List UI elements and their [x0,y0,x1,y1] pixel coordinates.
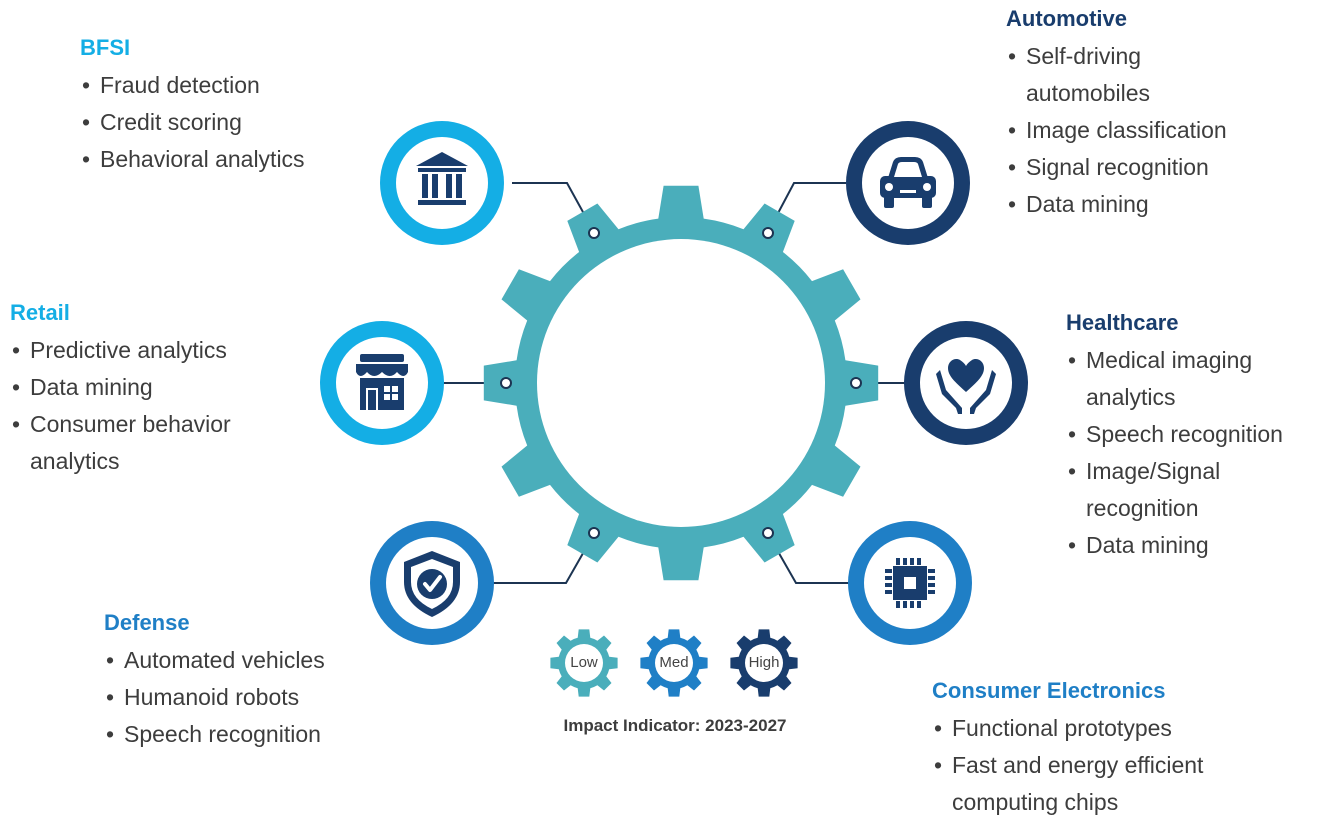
automotive-title: Automotive [1006,6,1127,31]
automotive-section: Automotive Self-driving automobiles Imag… [1006,6,1227,223]
consumer-electronics-section: Consumer Electronics Functional prototyp… [932,678,1203,821]
bfsi-item: Behavioral analytics [80,141,305,178]
bfsi-title: BFSI [80,35,131,60]
defense-title: Defense [104,610,190,635]
store-icon [320,321,444,445]
legend-med-label: Med [659,654,689,671]
defense-item: Speech recognition [104,716,325,753]
automotive-item-continuation: automobiles [1026,80,1151,106]
healthcare-title: Healthcare [1066,310,1179,335]
dot-automotive [762,227,774,239]
bank-icon [380,121,504,245]
chip-icon [848,521,972,645]
healthcare-item: Data mining [1066,527,1283,564]
dot-consumer-electronics [762,527,774,539]
bfsi-item: Credit scoring [80,104,305,141]
automotive-item: Self-driving [1006,38,1227,75]
retail-item: Predictive analytics [10,332,231,369]
consumer-electronics-item: Fast and energy efficient [932,747,1203,784]
car-icon [846,121,970,245]
healthcare-item: Speech recognition [1066,416,1283,453]
automotive-item: Data mining [1006,186,1227,223]
healthcare-item-continuation: analytics [1086,384,1176,410]
automotive-item: Image classification [1006,112,1227,149]
legend-high-label: High [748,654,780,671]
legend-low-label: Low [570,654,598,671]
healthcare-section: Healthcare Medical imaging analytics Spe… [1066,310,1283,564]
retail-item-continuation: analytics [30,448,120,474]
shield-check-icon [370,521,494,645]
healthcare-item-continuation: recognition [1086,495,1199,521]
gear-hole [537,239,825,527]
defense-item: Automated vehicles [104,642,325,679]
center-title: Applications [601,364,788,399]
consumer-electronics-item-continuation: computing chips [952,789,1119,815]
retail-section: Retail Predictive analytics Data mining … [10,300,231,480]
consumer-electronics-title: Consumer Electronics [932,678,1166,703]
healthcare-item: Medical imaging [1066,342,1283,379]
bfsi-item: Fraud detection [80,67,305,104]
automotive-item: Signal recognition [1006,149,1227,186]
dot-healthcare [850,377,862,389]
defense-section: Defense Automated vehicles Humanoid robo… [104,610,325,753]
impact-indicator-caption: Impact Indicator: 2023-2027 [563,716,787,735]
dot-bfsi [588,227,600,239]
consumer-electronics-item: Functional prototypes [932,710,1203,747]
dot-retail [500,377,512,389]
heart-hands-icon [904,321,1028,445]
healthcare-item: Image/Signal [1066,453,1283,490]
connector-dots [500,227,862,539]
retail-item: Consumer behavior [10,406,231,443]
retail-item: Data mining [10,369,231,406]
bfsi-section: BFSI Fraud detection Credit scoring Beha… [80,35,305,178]
retail-title: Retail [10,300,70,325]
defense-item: Humanoid robots [104,679,325,716]
dot-defense [588,527,600,539]
